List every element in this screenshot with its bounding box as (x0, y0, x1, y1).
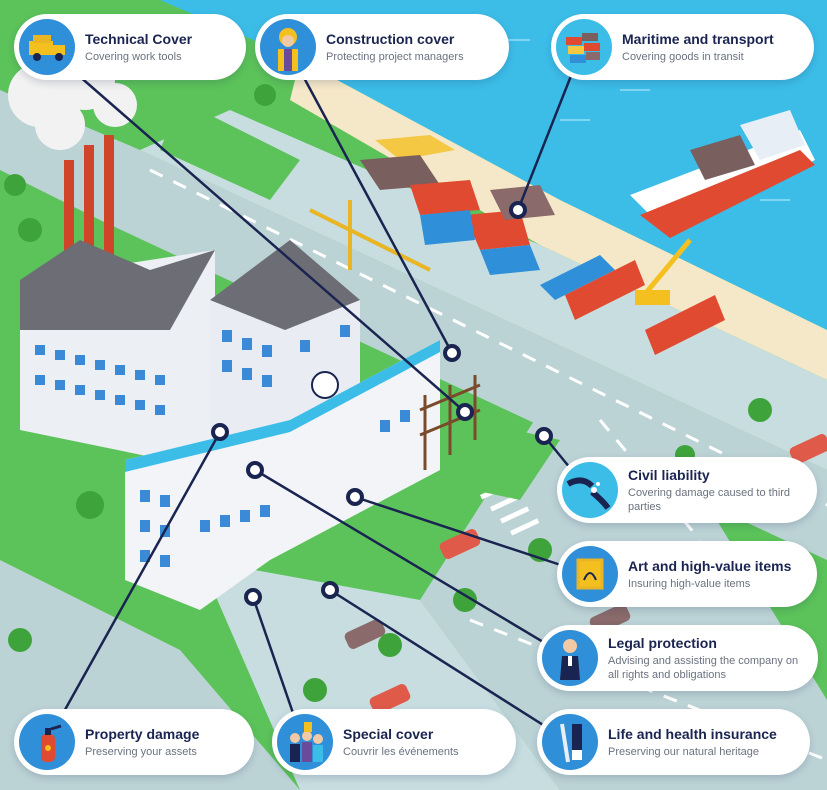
card-title: Special cover (343, 725, 434, 742)
card-title: Maritime and transport (622, 30, 774, 47)
card-subtitle: Couvrir les événements (343, 745, 459, 758)
truck-red-1 (565, 260, 645, 320)
truck-icon (19, 19, 75, 75)
sea (160, 0, 827, 330)
card-subtitle: Preserving your assets (85, 745, 197, 758)
card-subtitle: Covering work tools (85, 50, 182, 63)
fire-extinguisher-icon (19, 714, 75, 770)
card-subtitle: Covering damage caused to third parties (628, 486, 791, 513)
card-title: Life and health insurance (608, 725, 777, 742)
card-title: Art and high-value items (628, 557, 792, 574)
containers (360, 135, 555, 275)
painting-icon (562, 546, 618, 602)
card-subtitle: Covering goods in transit (622, 50, 744, 63)
card-title: Civil liability (628, 466, 710, 483)
crowd-icon (277, 714, 333, 770)
truck-blue (540, 255, 615, 300)
card-subtitle: Protecting project managers (326, 50, 464, 63)
card-subtitle: Insuring high-value items (628, 577, 751, 590)
markers (211, 201, 553, 606)
card-title: Technical Cover (85, 30, 193, 47)
worker-icon (260, 19, 316, 75)
card-subtitle: Advising and assisting the company on al… (608, 654, 799, 681)
crutch-icon (542, 714, 598, 770)
card-title: Property damage (85, 725, 200, 742)
road-main (140, 110, 827, 470)
card-title: Construction cover (326, 30, 455, 47)
truck-red-2 (645, 295, 725, 355)
leader-lines (45, 47, 589, 744)
lawyer-icon (542, 630, 598, 686)
containers-icon (556, 19, 612, 75)
ship (630, 110, 815, 238)
lower-building (125, 340, 440, 610)
card-title: Legal protection (608, 634, 717, 651)
card-subtitle: Preserving our natural heritage (608, 745, 760, 758)
broken-pipe-icon (562, 462, 618, 518)
